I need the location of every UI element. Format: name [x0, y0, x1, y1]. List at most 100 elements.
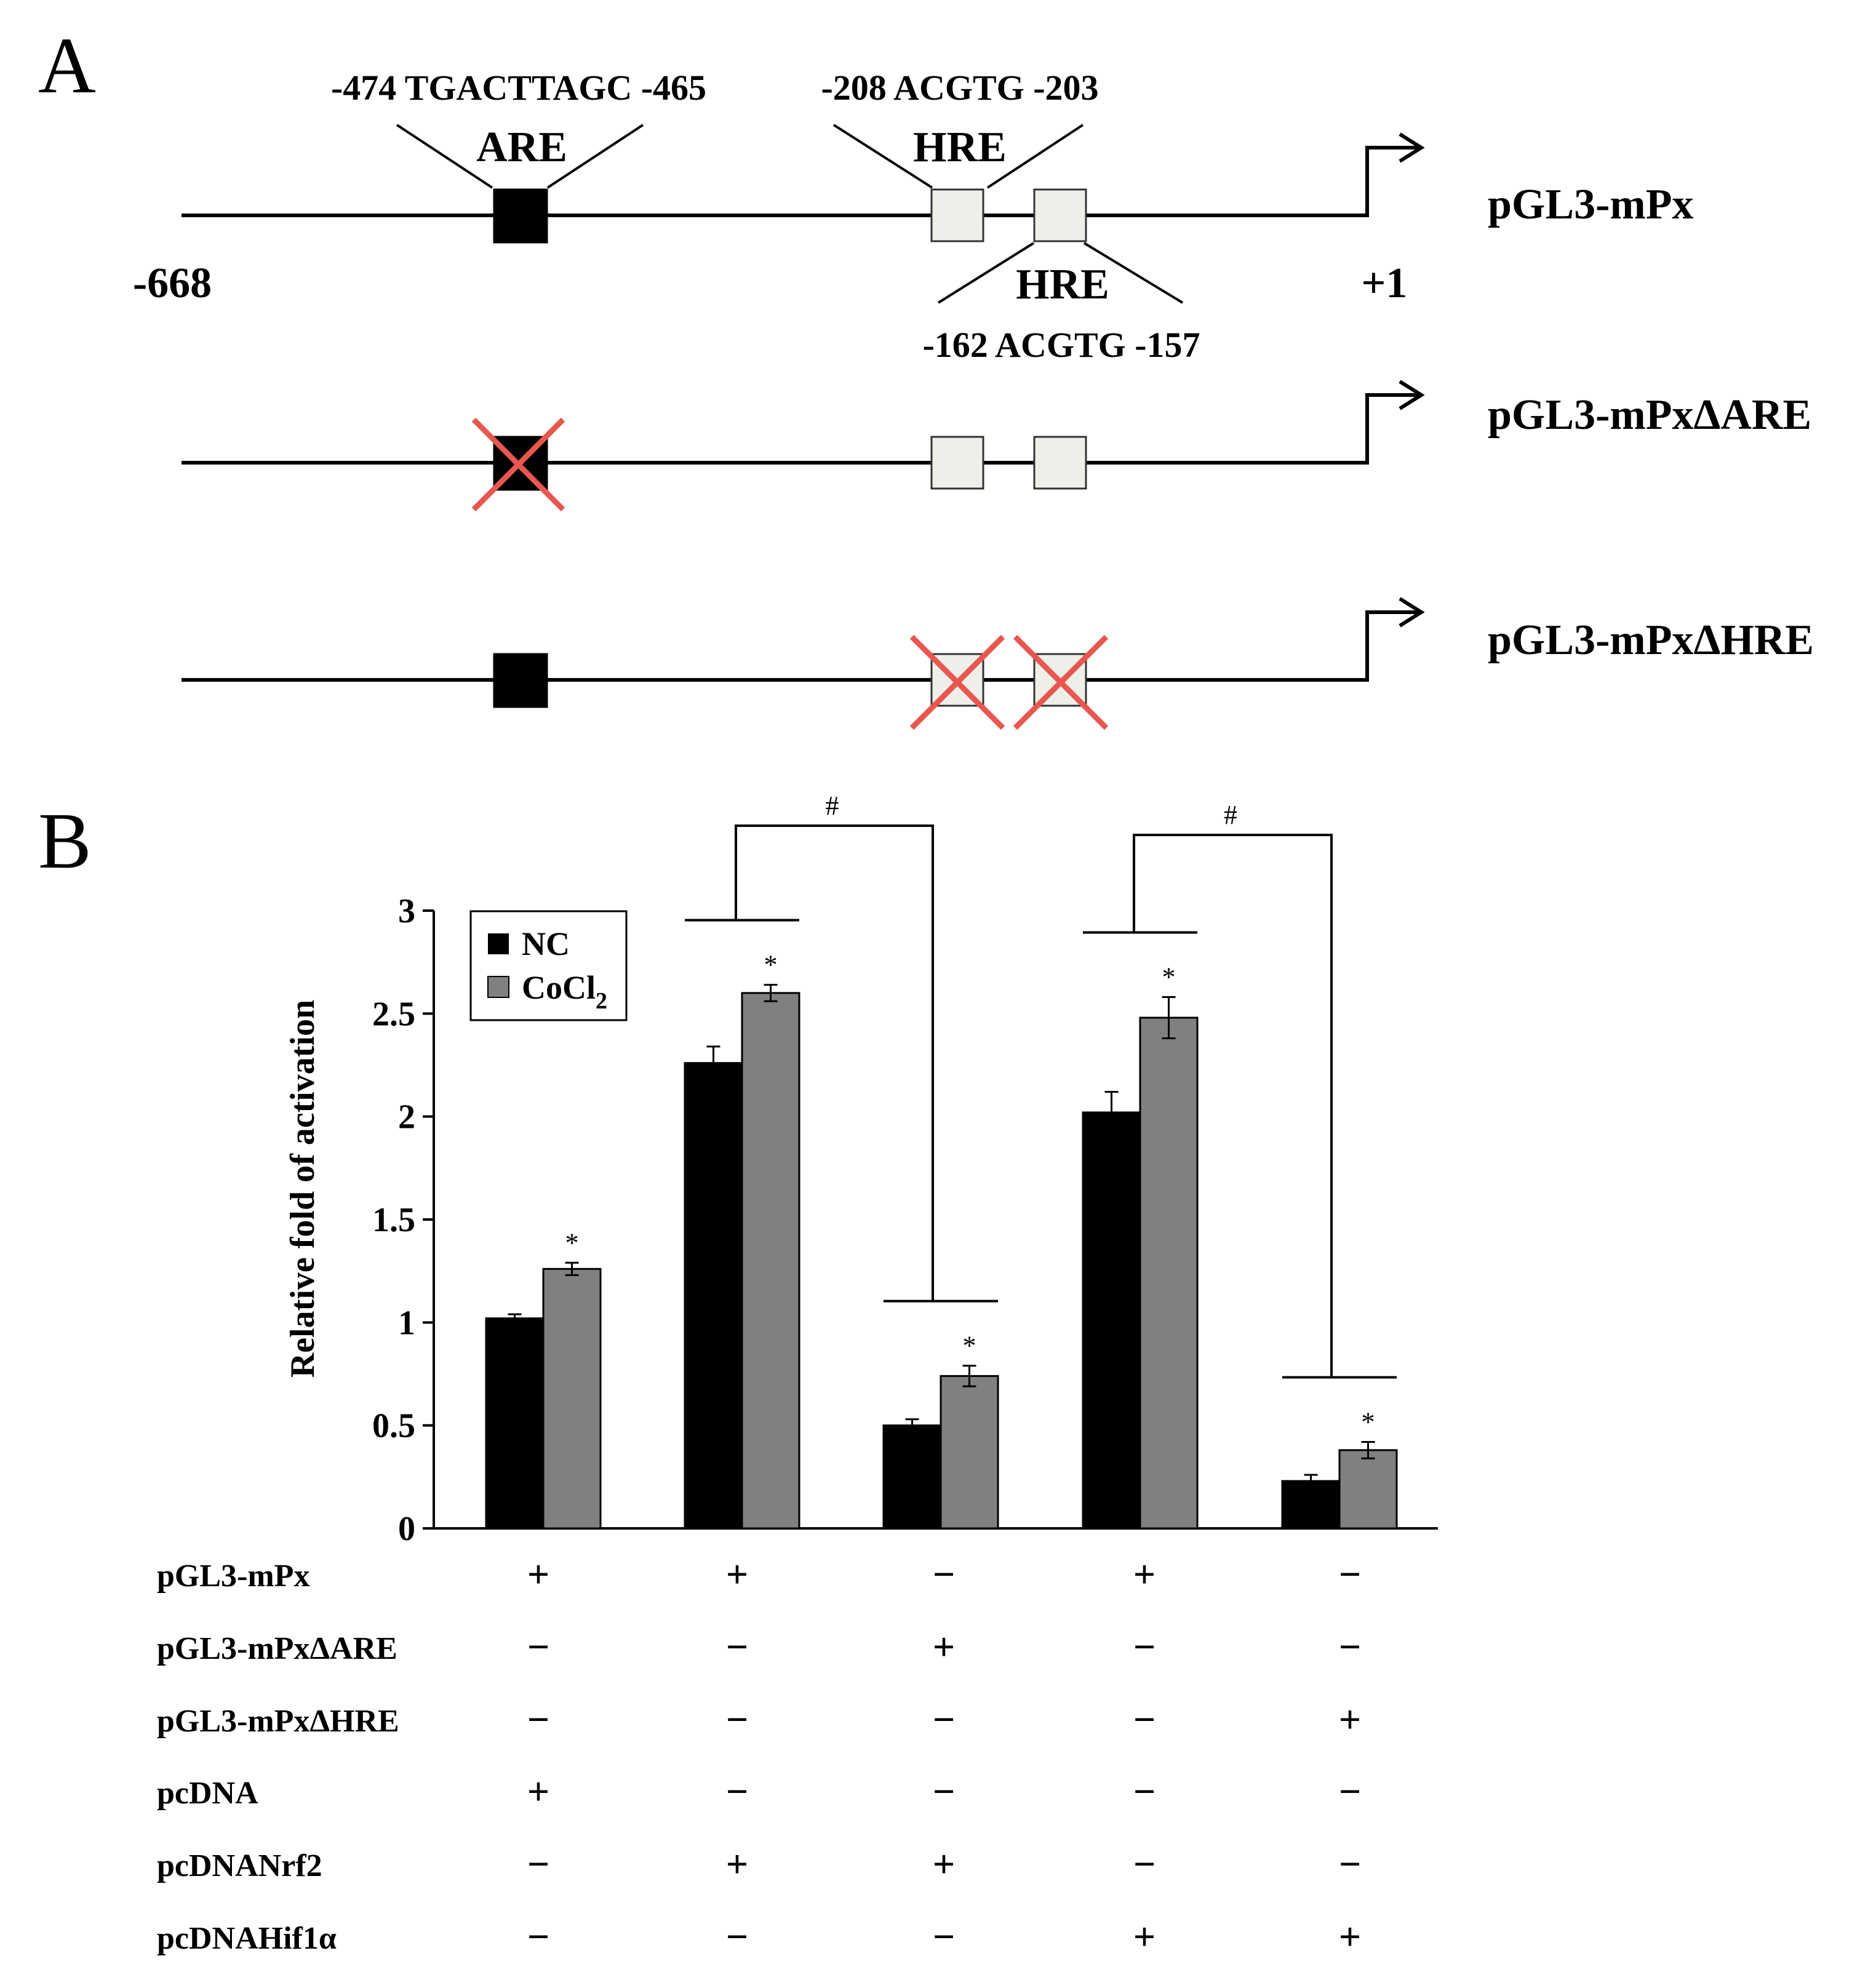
plus-sign: +: [1339, 1698, 1361, 1741]
plus-sign: +: [527, 1552, 549, 1596]
error-bar: [962, 1365, 976, 1387]
condition-row-label: pGL3-mPxΔHRE: [157, 1704, 399, 1739]
y-tick-label: 3: [398, 892, 415, 930]
minus-sign: −: [726, 1770, 748, 1813]
y-tick-label: 0.5: [372, 1407, 415, 1445]
tss-arrow-stem: [1365, 146, 1418, 215]
condition-row-label: pGL3-mPxΔARE: [157, 1631, 397, 1666]
tss-arrow-stem: [1365, 610, 1418, 680]
y-axis-label: Relative fold of activation: [284, 1000, 322, 1378]
comparison-bracket: #: [1083, 800, 1397, 1379]
chart-bars: * * * * *: [485, 949, 1398, 1530]
construct-2: pGL3-mPxΔARE: [182, 380, 1811, 512]
minus-sign: −: [527, 1698, 549, 1741]
significance-star: *: [1162, 962, 1176, 992]
minus-sign: −: [933, 1770, 955, 1813]
significance-hash: #: [1224, 800, 1237, 830]
deletion-cross-icon: [909, 634, 1005, 730]
plus-sign: +: [726, 1842, 748, 1886]
start-position-label: -668: [133, 260, 212, 307]
significance-star: *: [963, 1331, 976, 1361]
are-box: [493, 188, 548, 244]
condition-row-label: pGL3-mPx: [157, 1559, 309, 1594]
tss-arrow-stem: [1365, 393, 1418, 463]
tss-position-label: +1: [1362, 260, 1408, 307]
hre2-box: [1033, 188, 1087, 242]
bar-nc: [485, 1317, 545, 1530]
are-callout-line-left: [396, 124, 493, 189]
hre1-box: [930, 436, 984, 490]
error-bar: [1162, 996, 1176, 1039]
deletion-cross-icon: [471, 417, 565, 512]
chart-legend: NC CoCl2: [469, 910, 628, 1021]
hre2-callout-line-right: [1083, 242, 1184, 304]
error-bar: [1304, 1474, 1318, 1488]
tss-arrow-head: [1399, 132, 1425, 163]
hre1-callout-line-right: [986, 124, 1084, 189]
comparison-bracket: #: [685, 791, 998, 1303]
error-bar: [1361, 1440, 1375, 1459]
significance-star: *: [565, 1228, 579, 1258]
minus-sign: −: [1339, 1552, 1361, 1596]
bar-nc: [882, 1424, 942, 1530]
error-bar: [706, 1045, 720, 1080]
bar-chart: 00.511.522.53 ***** ##: [372, 791, 1438, 1548]
hre1-sequence: -208 ACGTG -203: [821, 68, 1098, 108]
error-bar: [508, 1313, 522, 1323]
legend-swatch-nc: [488, 933, 509, 954]
legend-swatch-cocl2: [487, 976, 509, 998]
minus-sign: −: [726, 1698, 748, 1741]
bar-cocl2: [1139, 1016, 1199, 1530]
minus-sign: −: [1339, 1842, 1361, 1886]
bracket-line: [1133, 834, 1333, 1378]
plus-sign: +: [933, 1842, 955, 1886]
bar-cocl2: [542, 1267, 602, 1530]
minus-sign: −: [1133, 1770, 1156, 1813]
construct-name: pGL3-mPxΔARE: [1488, 391, 1811, 439]
condition-row-label: pcDNANrf2: [157, 1848, 322, 1883]
construct-name: pGL3-mPxΔHRE: [1488, 617, 1814, 664]
legend-frame: [469, 910, 628, 1021]
hre1-box: [930, 188, 984, 242]
error-bar: [905, 1418, 919, 1433]
bracket-line: [735, 824, 934, 1301]
tss-arrow-head: [1399, 380, 1425, 410]
error-bar: [565, 1261, 579, 1276]
hre1-label: HRE: [913, 124, 1007, 171]
plus-sign: +: [527, 1770, 549, 1813]
bar-cocl2: [741, 992, 800, 1530]
minus-sign: −: [726, 1915, 748, 1958]
construct-1: -474 TGACTTAGC -465 ARE -208 ACGTG -203 …: [133, 68, 1694, 365]
minus-sign: −: [527, 1842, 549, 1886]
deletion-cross-icon: [1013, 634, 1109, 730]
minus-sign: −: [1133, 1842, 1156, 1886]
legend-label-cocl2: CoCl2: [522, 969, 607, 1014]
significance-star: *: [764, 949, 778, 980]
y-tick-label: 2: [398, 1098, 415, 1136]
minus-sign: −: [726, 1625, 748, 1669]
minus-sign: −: [933, 1552, 955, 1596]
plus-sign: +: [1133, 1915, 1156, 1958]
minus-sign: −: [1339, 1625, 1361, 1669]
tss-arrow-head: [1399, 597, 1425, 628]
minus-sign: −: [527, 1625, 549, 1669]
are-box: [493, 653, 548, 708]
comparison-brackets: ##: [685, 791, 1397, 1379]
panel-b-letter: B: [38, 797, 92, 885]
condition-row-label: pcDNAHif1α: [157, 1921, 337, 1956]
plus-sign: +: [1339, 1915, 1361, 1958]
error-bar: [764, 983, 778, 1002]
hre2-label: HRE: [1016, 261, 1109, 308]
bar-nc: [1281, 1480, 1341, 1530]
minus-sign: −: [1339, 1770, 1361, 1813]
significance-star: *: [1362, 1407, 1375, 1437]
y-tick-label: 2.5: [372, 995, 415, 1033]
minus-sign: −: [1133, 1698, 1156, 1741]
error-bar: [1104, 1091, 1119, 1134]
minus-sign: −: [933, 1915, 955, 1958]
are-callout-line-right: [546, 124, 644, 189]
bar-nc: [684, 1062, 743, 1530]
y-tick-label: 0: [398, 1510, 415, 1548]
condition-table: pGL3-mPx + + − + − pGL3-mPxΔARE − − + − − pGL3-mPxΔH…: [157, 1552, 1361, 1958]
